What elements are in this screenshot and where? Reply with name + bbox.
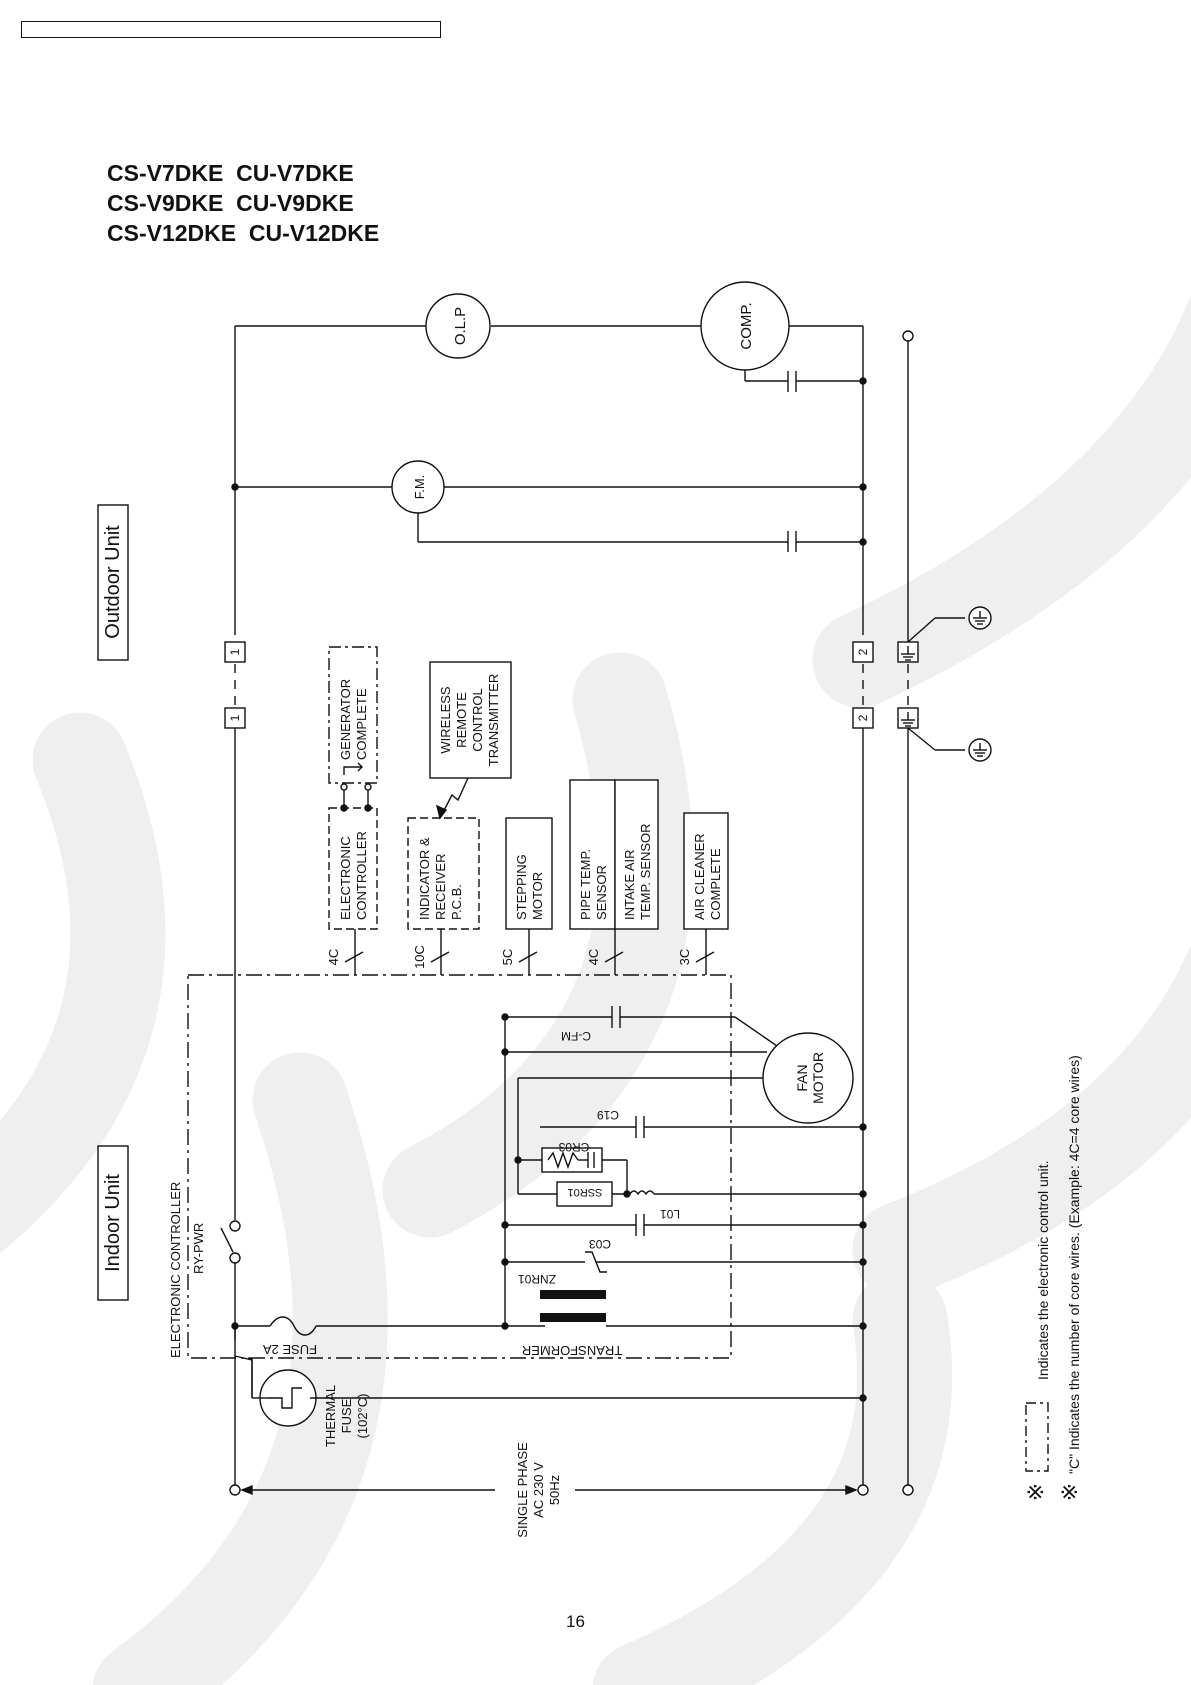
ssr01-label: SSR01 — [568, 1186, 603, 1198]
note-2: "C" Indicates the number of core wires. … — [1066, 1055, 1082, 1474]
model-line-3: CS-V12DKE CU-V12DKE — [107, 220, 380, 246]
outdoor-wiring — [231, 325, 867, 635]
wireless-remote-box — [429, 661, 512, 779]
generator-complete-box — [328, 646, 378, 784]
stepping-motor-label-1: STEPPING — [514, 854, 529, 920]
wire-count-indicator: 10C — [412, 945, 427, 969]
electronic-control-unit-boundary — [187, 974, 732, 1359]
model-line-2: CS-V9DKE CU-V9DKE — [107, 190, 354, 216]
outdoor-fan-motor-label: F.M. — [412, 475, 427, 500]
wire-count-stepping: 5C — [500, 949, 515, 966]
supply-label-2: AC 230 V — [531, 1462, 546, 1518]
intake-sensor-label-1: INTAKE AIR — [622, 849, 637, 920]
electronic-controller-box — [328, 807, 378, 930]
remote-box-label-4: TRANSMITTER — [486, 674, 501, 766]
note-1: Indicates the electronic control unit. — [1035, 1161, 1051, 1380]
stepping-motor-box — [505, 817, 553, 930]
header-box — [21, 21, 441, 38]
wireless-signal-arrowhead — [435, 804, 448, 820]
remote-box-label-3: CONTROL — [470, 688, 485, 752]
indoor-unit-title: Indoor Unit — [102, 1174, 124, 1272]
indoor-unit-title-box — [97, 1145, 129, 1301]
indoor-wiring — [220, 330, 914, 1496]
fan-motor-label-2: MOTOR — [810, 1052, 826, 1104]
generator-connector — [340, 762, 372, 812]
air-cleaner-label-2: COMPLETE — [708, 848, 723, 920]
remote-box-label-2: REMOTE — [454, 692, 469, 748]
note-dashdot-sample — [1025, 1402, 1049, 1472]
cr03-label: CR03 — [558, 1140, 589, 1154]
remote-box-label-1: WIRELESS — [438, 686, 453, 754]
c03-label: C03 — [589, 1237, 611, 1251]
indicator-box-label-3: P.C.B. — [449, 884, 464, 920]
compressor-label: COMP. — [738, 302, 755, 349]
supply-label-1: SINGLE PHASE — [515, 1442, 530, 1538]
outdoor-unit-title-box — [97, 504, 129, 661]
fan-motor-label-1: FAN — [794, 1064, 810, 1091]
pipe-sensor-label-1: PIPE TEMP. — [578, 849, 593, 920]
indicator-box-label-2: RECEIVER — [433, 854, 448, 920]
electronic-controller-label: ELECTRONIC CONTROLLER — [168, 1182, 183, 1358]
outdoor-unit-title: Outdoor Unit — [102, 525, 124, 639]
wire-count-sensors: 4C — [586, 949, 601, 966]
wire-count-air-cleaner: 3C — [677, 949, 692, 966]
supply-label-3: 50Hz — [547, 1475, 562, 1505]
l01-label: L01 — [660, 1207, 680, 1221]
terminal-2-outdoor: 2 — [856, 648, 870, 655]
thermal-fuse-label-3: (102°C) — [355, 1394, 370, 1439]
model-list: CS-V7DKE CU-V7DKE CS-V9DKE CU-V9DKE CS-V… — [107, 158, 379, 248]
electronic-controller-box-label-1: ELECTRONIC — [338, 836, 353, 920]
page-number: 16 — [566, 1612, 585, 1631]
terminal-1-indoor: 1 — [228, 714, 242, 721]
wire-count-controller: 4C — [326, 949, 341, 966]
generator-box-label-2: COMPLETE — [354, 688, 369, 760]
model-line-1: CS-V7DKE CU-V7DKE — [107, 160, 354, 186]
indicator-receiver-box — [407, 817, 480, 930]
thermal-fuse-label-2: FUSE — [339, 1398, 354, 1433]
transformer-label: TRANSFORMER — [522, 1343, 622, 1358]
electronic-controller-box-label-2: CONTROLLER — [354, 831, 369, 920]
pipe-temp-sensor-box — [569, 779, 616, 930]
note-mark-2: ※ — [1057, 1483, 1082, 1501]
olp-symbol — [425, 293, 491, 359]
stepping-motor-label-2: MOTOR — [530, 872, 545, 920]
olp-label: O.L.P — [452, 307, 469, 345]
ry-pwr-label: RY-PWR — [191, 1223, 206, 1274]
air-cleaner-label-1: AIR CLEANER — [692, 833, 707, 920]
air-cleaner-box — [683, 812, 729, 930]
intake-sensor-label-2: TEMP. SENSOR — [638, 823, 653, 920]
fuse-label: FUSE 2A — [263, 1342, 318, 1357]
outdoor-fan-motor-symbol — [391, 460, 445, 514]
note-mark-1: ※ — [1023, 1483, 1048, 1501]
znr01-label: ZNR01 — [518, 1272, 556, 1286]
c19-label: C19 — [597, 1108, 619, 1122]
thermal-fuse-label-1: THERMAL — [323, 1385, 338, 1447]
c-fm-label: C-FM — [561, 1029, 591, 1043]
intake-air-sensor-box — [614, 779, 659, 930]
compressor-symbol — [700, 281, 790, 371]
terminal-block — [224, 606, 992, 762]
harness-wires — [344, 929, 715, 975]
pipe-sensor-label-2: SENSOR — [594, 865, 609, 920]
generator-box-label-1: GENERATOR — [338, 679, 353, 760]
wireless-signal-zigzag — [439, 777, 469, 819]
terminal-1-outdoor: 1 — [228, 648, 242, 655]
indoor-fan-motor-symbol — [762, 1032, 854, 1124]
terminal-2-indoor: 2 — [856, 714, 870, 721]
indicator-box-label-1: INDICATOR & — [417, 837, 432, 920]
